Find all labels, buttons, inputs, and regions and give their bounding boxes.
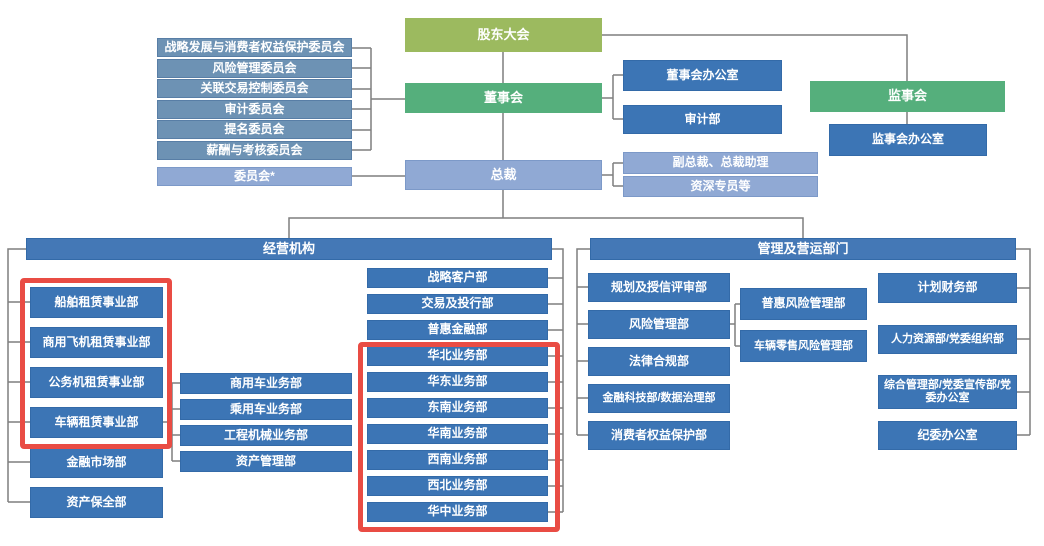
node-discipline-inspection-office: 纪委办公室 — [878, 421, 1017, 450]
node-president: 总裁 — [405, 160, 602, 190]
node-trading-investment-banking: 交易及投行部 — [367, 294, 548, 314]
connector — [548, 248, 564, 513]
node-vp-assistants: 副总裁、总裁助理 — [623, 152, 818, 174]
node-committee-risk: 风险管理委员会 — [157, 59, 352, 78]
node-board-office: 董事会办公室 — [623, 60, 782, 91]
node-general-admin-party-office: 综合管理部/党委宣传部/党委办公室 — [878, 375, 1017, 409]
node-fintech-data-governance: 金融科技部/数据治理部 — [588, 384, 730, 413]
node-vehicle-leasing: 车辆租赁事业部 — [30, 407, 163, 438]
node-passenger-vehicle-sub: 乘用车业务部 — [180, 399, 352, 420]
node-planning-credit-review: 规划及授信评审部 — [588, 273, 730, 302]
node-business-jet-leasing: 公务机租赁事业部 — [30, 367, 163, 398]
connector — [576, 248, 590, 436]
node-regional-central-china: 华中业务部 — [367, 502, 548, 522]
node-supervisory-board: 监事会 — [810, 81, 1005, 112]
node-risk-management: 风险管理部 — [588, 310, 730, 339]
node-regional-north-china: 华北业务部 — [367, 346, 548, 366]
connector — [7, 248, 30, 503]
node-audit-dept: 审计部 — [623, 105, 782, 134]
node-financial-markets: 金融市场部 — [30, 447, 163, 478]
connector — [730, 303, 740, 347]
connector — [602, 162, 623, 187]
node-consumer-protection: 消费者权益保护部 — [588, 421, 730, 450]
node-supervisory-board-office: 监事会办公室 — [829, 124, 987, 156]
node-board-of-directors: 董事会 — [405, 83, 602, 113]
node-vehicle-retail-risk-management: 车辆零售风险管理部 — [740, 330, 867, 362]
node-asset-management-sub: 资产管理部 — [180, 451, 352, 472]
node-regional-east-china: 华东业务部 — [367, 372, 548, 392]
connector — [602, 34, 908, 124]
node-committee-audit: 审计委员会 — [157, 100, 352, 119]
header-business-units: 经营机构 — [26, 238, 552, 260]
node-inclusive-risk-management: 普惠风险管理部 — [740, 288, 867, 320]
node-senior-specialists: 资深专员等 — [623, 176, 818, 197]
node-special-committee: 委员会* — [157, 167, 352, 186]
connector — [163, 382, 180, 462]
node-strategic-clients: 战略客户部 — [367, 268, 548, 288]
node-committee-nomination: 提名委员会 — [157, 120, 352, 139]
node-shareholders-meeting: 股东大会 — [405, 18, 602, 52]
node-regional-northwest: 西北业务部 — [367, 476, 548, 496]
node-hr-party-organization: 人力资源部/党委组织部 — [878, 325, 1017, 354]
node-committee-related-trade: 关联交易控制委员会 — [157, 79, 352, 98]
connector — [602, 74, 623, 120]
node-engineering-machinery-sub: 工程机械业务部 — [180, 425, 352, 446]
node-commercial-vehicle-sub: 商用车业务部 — [180, 373, 352, 394]
connector — [288, 52, 804, 238]
node-inclusive-finance: 普惠金融部 — [367, 320, 548, 340]
node-asset-preservation: 资产保全部 — [30, 487, 163, 518]
connector — [1016, 248, 1031, 436]
node-committee-strategy: 战略发展与消费者权益保护委员会 — [157, 38, 352, 57]
node-committee-remuneration: 薪酬与考核委员会 — [157, 141, 352, 160]
node-ship-leasing: 船舶租赁事业部 — [30, 287, 163, 318]
node-regional-southwest: 西南业务部 — [367, 450, 548, 470]
connector — [352, 47, 405, 151]
node-regional-south-china: 华南业务部 — [367, 424, 548, 444]
node-legal-compliance: 法律合规部 — [588, 347, 730, 376]
node-planning-finance: 计划财务部 — [878, 273, 1017, 303]
node-regional-southeast: 东南业务部 — [367, 398, 548, 418]
header-management-units: 管理及营运部门 — [590, 238, 1016, 260]
node-commercial-aircraft-leasing: 商用飞机租赁事业部 — [30, 327, 163, 358]
